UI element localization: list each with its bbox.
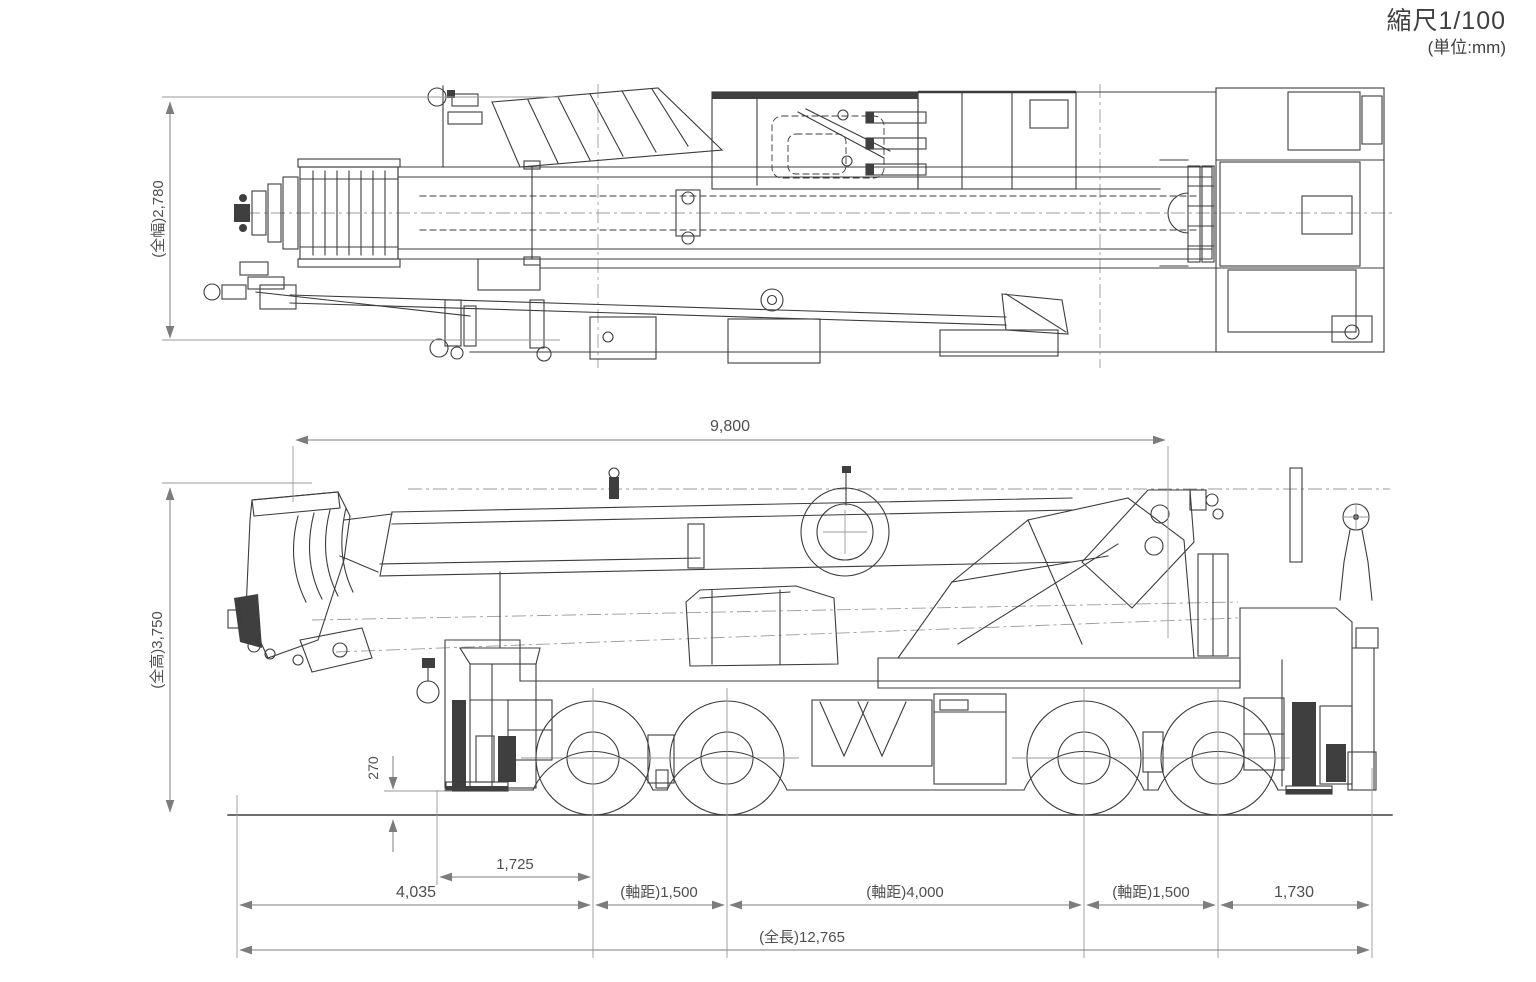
dim-label-boom-length: 9,800: [710, 418, 750, 435]
gantry-side: [1081, 467, 1373, 609]
dimension-outrigger-to-axle1: 1,725: [439, 856, 591, 882]
dim-label-wheelbase-middle: (軸距)4,000: [866, 884, 944, 901]
front-outrigger-side: [416, 571, 541, 792]
hoist-drum-side: [800, 487, 890, 577]
seat-outline: [771, 115, 885, 179]
dim-label-ground-clearance: 270: [365, 756, 381, 780]
dim-label-overall-height: (全高)3,750: [148, 611, 166, 689]
boom-head-side: [227, 491, 393, 673]
scale-note: 縮尺1/100: [1386, 7, 1506, 35]
top-view-drawing: [203, 84, 1392, 368]
boom-head-plan: [234, 158, 401, 268]
rear-body-side: [1239, 607, 1379, 791]
dimension-overall-height: (全高)3,750: [148, 482, 312, 813]
dim-label-overall-length: (全長)12,765: [759, 928, 845, 946]
hook-side: [416, 680, 440, 704]
superstructure-side: [877, 497, 1241, 689]
dim-label-wheelbase-front: (軸距)1,500: [620, 884, 698, 901]
dimension-boom-length: 9,800: [292, 418, 1169, 638]
title-block: 縮尺1/100 (単位:mm): [1386, 6, 1506, 59]
boom-side: [379, 466, 1073, 577]
engine-deck-plan: [917, 90, 1077, 190]
dim-label-front-overhang: 4,035: [396, 884, 436, 901]
dimension-chain-row: 4,035 (軸距)1,500 (軸距)4,000 (軸距)1,500 1,73…: [239, 884, 1370, 910]
turret-plan: [1075, 91, 1217, 267]
plan-section-lines: [597, 84, 1101, 368]
dimension-overall-length: (全長)12,765: [239, 928, 1370, 955]
side-view-drawing: [227, 466, 1393, 816]
dim-label-overall-width: (全幅)2,780: [149, 180, 167, 258]
dimension-ground-clearance: 270: [365, 756, 452, 852]
unit-note: (単位:mm): [1427, 38, 1506, 58]
dim-label-rear-overhang: 1,730: [1274, 884, 1314, 901]
lower-deck-plan: [203, 258, 1217, 364]
dim-label-wheelbase-rear: (軸距)1,500: [1112, 884, 1190, 901]
boom-guide-lines: [311, 601, 1239, 653]
dimension-extension-lines: [236, 688, 1373, 958]
winch-mast-plan: [427, 85, 483, 168]
outrigger-beam-plan: [289, 294, 1007, 326]
counterweight-plan: [1219, 161, 1361, 267]
dim-label-outrigger-to-axle1: 1,725: [496, 856, 534, 873]
carrier-side: [444, 639, 1291, 791]
dimension-overall-width: (全幅)2,780: [149, 96, 560, 341]
rear-outrigger-side: [1281, 659, 1353, 795]
cab-plan: [711, 91, 927, 190]
jib-mast-side: [1289, 467, 1303, 563]
carrier-rear-plan: [1215, 87, 1385, 353]
hoist-deck-plan: [491, 87, 724, 168]
cab-side: [685, 585, 839, 667]
